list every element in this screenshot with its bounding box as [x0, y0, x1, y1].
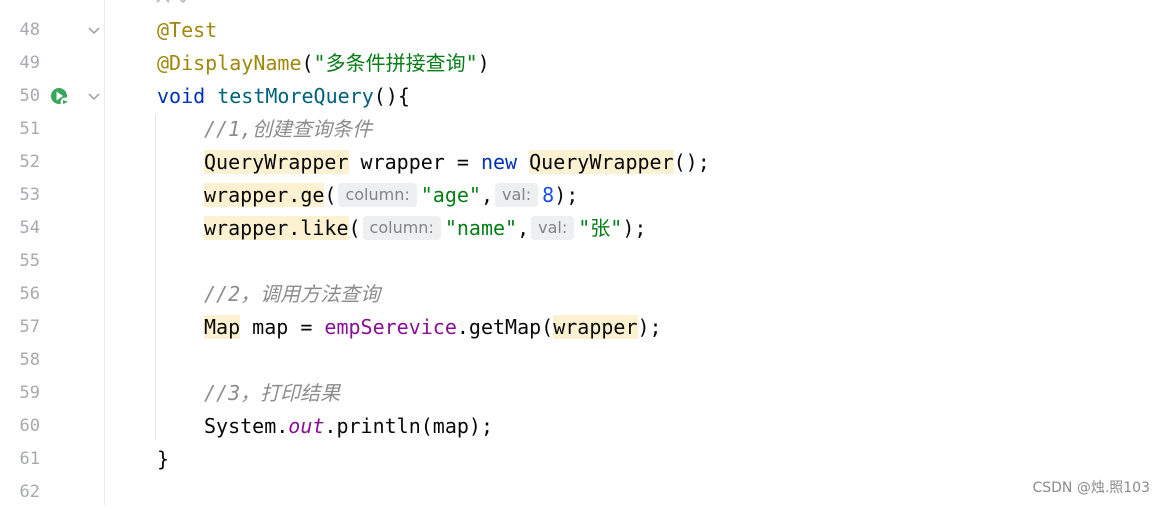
line-number: 48 — [19, 20, 40, 40]
code-line-50: 50 void testMoreQuery(){ — [0, 80, 1164, 113]
code-line-54: 54 wrapper.like(column:"name",val:"张"); — [0, 212, 1164, 245]
line-number: 61 — [19, 449, 40, 469]
code-line-58: 58 — [0, 344, 1164, 377]
code-line-51: 51 //1,创建查询条件 — [0, 113, 1164, 146]
code-text[interactable]: //1,创建查询条件 — [204, 117, 373, 141]
line-number: 54 — [19, 218, 40, 238]
code-line-53: 53 wrapper.ge(column:"age",val:8); — [0, 179, 1164, 212]
code-line-60: 60 System.out.println(map); — [0, 410, 1164, 443]
line-number: 49 — [19, 53, 40, 73]
line-number: 50 — [19, 86, 40, 106]
chevron-down-icon[interactable] — [86, 80, 102, 113]
line-number: 56 — [19, 284, 40, 304]
code-line-57: 57 Map map = empSerevice.getMap(wrapper)… — [0, 311, 1164, 344]
line-number: 53 — [19, 185, 40, 205]
editor-gutter — [0, 0, 105, 505]
code-text[interactable]: //2，调用方法查询 — [204, 282, 381, 306]
parameter-hint: val: — [495, 183, 539, 207]
code-line-59: 59 //3，打印结果 — [0, 377, 1164, 410]
chevron-down-icon[interactable] — [86, 14, 102, 47]
code-line-48: 48 @Test — [0, 14, 1164, 47]
code-text[interactable]: QueryWrapper wrapper = new QueryWrapper(… — [204, 150, 710, 174]
code-text[interactable]: wrapper.like(column:"name",val:"张"); — [204, 216, 647, 240]
parameter-hint: column: — [338, 183, 417, 207]
partial-gutter-icon — [156, 0, 187, 4]
code-text[interactable]: //3，打印结果 — [204, 381, 341, 405]
parameter-hint: val: — [531, 216, 575, 240]
line-number: 57 — [19, 317, 40, 337]
parameter-hint: column: — [362, 216, 441, 240]
line-number: 51 — [19, 119, 40, 139]
code-text[interactable]: System.out.println(map); — [204, 414, 493, 438]
line-number: 59 — [19, 383, 40, 403]
code-text[interactable]: } — [157, 447, 170, 471]
code-line-62: 62 — [0, 476, 1164, 509]
watermark: CSDN @烛.照103 — [1032, 480, 1150, 496]
code-text[interactable]: void testMoreQuery(){ — [157, 84, 410, 108]
line-number: 58 — [19, 350, 40, 370]
code-line-61: 61 } — [0, 443, 1164, 476]
line-number: 52 — [19, 152, 40, 172]
code-text[interactable]: wrapper.ge(column:"age",val:8); — [204, 183, 579, 207]
code-line-52: 52 QueryWrapper wrapper = new QueryWrapp… — [0, 146, 1164, 179]
code-line-56: 56 //2，调用方法查询 — [0, 278, 1164, 311]
code-line-55: 55 — [0, 245, 1164, 278]
code-text[interactable]: @DisplayName("多条件拼接查询") — [157, 51, 490, 75]
indent-guide — [155, 114, 156, 440]
line-number: 60 — [19, 416, 40, 436]
code-text[interactable]: Map map = empSerevice.getMap(wrapper); — [204, 315, 662, 339]
code-text[interactable]: @Test — [157, 18, 218, 42]
line-number: 55 — [19, 251, 40, 271]
code-line-49: 49 @DisplayName("多条件拼接查询") — [0, 47, 1164, 80]
run-test-icon[interactable] — [49, 86, 71, 108]
line-number: 62 — [19, 482, 40, 502]
